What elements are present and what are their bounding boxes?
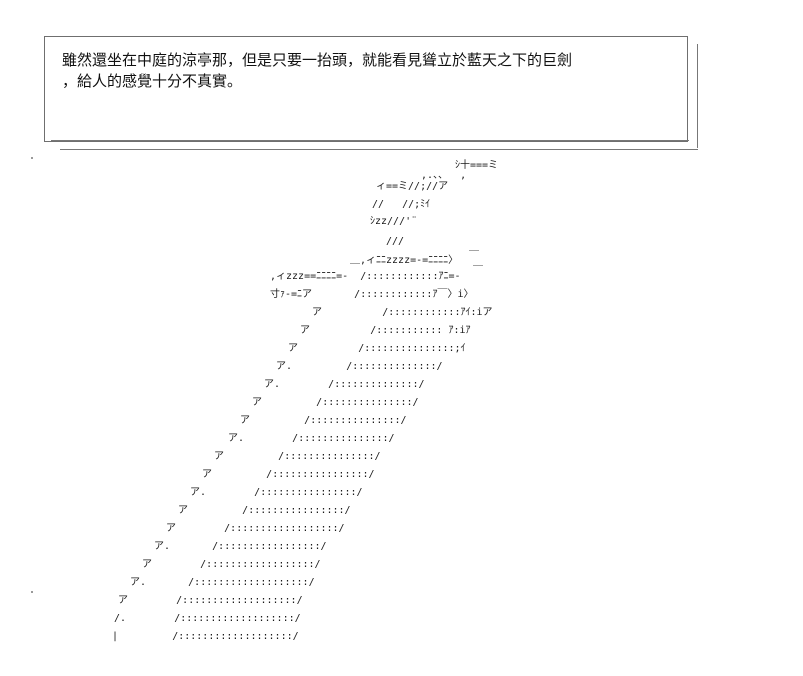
ascii-art-line: ア /:::::::::::::::::::/: [118, 595, 303, 606]
ascii-art-line: ア. /::::::::::::::/: [276, 361, 443, 372]
ascii-art-line: ,.、、 ,: [421, 170, 467, 181]
narration-inner-line: [51, 140, 689, 141]
ascii-art-line: ｼzz///'¨: [370, 216, 418, 227]
ascii-art-line: ///: [386, 236, 405, 247]
ascii-art-line: /. /:::::::::::::::::::/: [114, 613, 301, 624]
ascii-art-line: ア. /:::::::::::::::/: [228, 433, 395, 444]
ascii-art-line: ア /::::::::::::::::::/: [142, 559, 321, 570]
ascii-art-line: ア /::::::::::::::::/: [202, 469, 375, 480]
ascii-art-line: | /:::::::::::::::::::/: [112, 631, 299, 642]
ascii-art-line: ア /::::::::::: ｱ:iｱ: [300, 325, 471, 336]
ascii-art-line: ア /:::::::::::::::;ｲ: [288, 343, 466, 354]
ascii-art-line: ア. /:::::::::::::::::/: [154, 541, 327, 552]
ascii-art-line: ア. /::::::::::::::/: [264, 379, 425, 390]
ascii-art-line: // //;ﾐｲ: [372, 199, 431, 210]
ascii-art-line: ア /:::::::::::::::/: [214, 451, 381, 462]
ascii-art-line: ア /:::::::::::::::/: [240, 415, 407, 426]
ascii-art-line: ア /::::::::::::ｱｲ:iア: [312, 307, 493, 318]
ascii-art-line: ￣: [473, 266, 483, 277]
ascii-art-line: ア /::::::::::::::::/: [178, 505, 351, 516]
ascii-art-line: ＿,ィﾆﾆzzzz=-=ﾆﾆﾆﾆ〉: [350, 255, 459, 266]
narration-line-1: 雖然還坐在中庭的涼亭那，但是只要一抬頭，就能看見聳立於藍天之下的巨劍: [62, 51, 573, 69]
narration-line-2: ，給人的感覺十分不真實。: [62, 72, 243, 90]
ascii-art-line: ,ィzzz==ﾆﾆﾆﾆ=- /::::::::::::ｱﾆ=-: [270, 271, 461, 282]
ascii-art-line: 寸ｧ-=ﾆア /::::::::::::ｱ￣〉i〉: [270, 289, 474, 300]
narration-shadow-bottom: [60, 149, 698, 150]
stray-mark: [31, 157, 33, 159]
ascii-art-line: ア. /::::::::::::::::/: [190, 487, 363, 498]
narration-shadow-right: [697, 44, 698, 148]
ascii-art-line: ア /::::::::::::::::::/: [166, 523, 345, 534]
ascii-art-line: ィ==ミ//;//ア: [376, 181, 449, 192]
ascii-art-line: ＿: [469, 242, 479, 253]
ascii-art-line: ア. /:::::::::::::::::::/: [130, 577, 315, 588]
narration-box: [44, 36, 688, 142]
ascii-art-line: ｼ十===ミ: [455, 160, 499, 171]
ascii-art-line: ア /:::::::::::::::/: [252, 397, 419, 408]
stray-mark: [31, 591, 33, 593]
